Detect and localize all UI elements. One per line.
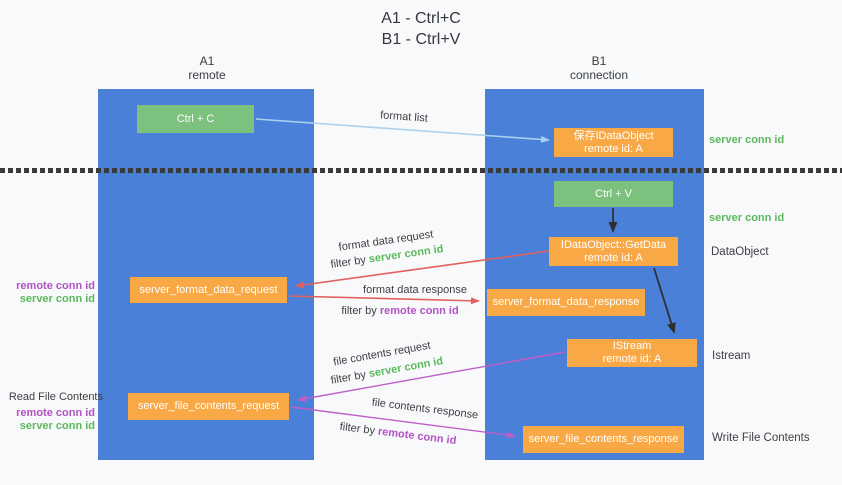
ctrl-c-box: Ctrl + C [137, 105, 254, 133]
server-conn-id-annotation-mid: server conn id [709, 212, 785, 224]
format-list-label: format list [379, 109, 429, 125]
save-idataobject-line2: remote id: A [584, 142, 643, 155]
remote-conn-id-text: remote conn id [379, 305, 459, 317]
title-line-1: A1 - Ctrl+C [381, 10, 461, 27]
lifeline-a1-header: A1 remote [188, 54, 225, 82]
server-file-contents-response-label: server_file_contents_response [528, 433, 679, 445]
server-conn-id-annotation-1: server conn id [19, 293, 95, 305]
server-format-data-response-box: server_format_data_response [487, 289, 645, 316]
server-format-data-request-label: server_format_data_request [139, 283, 278, 296]
getdata-line2: remote id: A [584, 251, 643, 264]
istream-box: IStream remote id: A [567, 339, 697, 367]
lifeline-b1-role: connection [569, 68, 629, 82]
format-data-response-label: format data response [363, 284, 467, 296]
filter-by-text: filter by [329, 368, 367, 387]
file-contents-response-label: file contents response [371, 396, 479, 422]
dataobject-annotation: DataObject [711, 246, 769, 258]
filter-by-text: filter by [339, 420, 376, 438]
format-data-response-arrow [288, 295, 480, 305]
read-file-contents-annotation: Read File Contents [8, 391, 103, 403]
lifeline-a1-role: remote [188, 68, 226, 82]
remote-conn-id-text: remote conn id [377, 425, 457, 448]
dotted-divider-line [0, 168, 842, 173]
filter-by-remote-conn-id-label-1: filter by remote conn id [341, 305, 458, 317]
server-format-data-response-label: server_format_data_response [492, 296, 640, 308]
diagram-title: A1 - Ctrl+C B1 - Ctrl+V [381, 8, 461, 50]
istream-annotation: Istream [712, 350, 751, 362]
save-idataobject-box: 保存IDataObject remote id: A [554, 128, 673, 157]
lifeline-b1-name: B1 [591, 54, 607, 68]
write-file-contents-annotation: Write File Contents [712, 432, 810, 444]
ctrl-v-label: Ctrl + V [595, 187, 632, 200]
getdata-line1: IDataObject::GetData [560, 238, 667, 251]
left-conn-id-block-2: Read File Contents remote conn id server… [0, 391, 103, 433]
server-format-data-request-box: server_format_data_request [130, 277, 287, 303]
istream-line2: remote id: A [602, 353, 662, 365]
remote-conn-id-annotation-1: remote conn id [16, 280, 95, 292]
filter-by-remote-conn-id-label-2: filter by remote conn id [339, 421, 457, 447]
istream-line1: IStream [612, 340, 652, 352]
server-conn-id-annotation-2: server conn id [19, 420, 95, 432]
server-file-contents-request-label: server_file_contents_request [137, 400, 280, 412]
ctrl-v-box: Ctrl + V [554, 181, 673, 207]
filter-by-text: filter by [341, 305, 377, 317]
server-conn-id-annotation-top: server conn id [709, 134, 785, 146]
server-file-contents-request-box: server_file_contents_request [128, 393, 289, 420]
left-conn-id-block-1: remote conn id server conn id [0, 280, 95, 306]
ctrl-c-label: Ctrl + C [176, 112, 215, 125]
filter-by-text: filter by [329, 254, 367, 271]
lifeline-b1-header: B1 connection [570, 54, 628, 82]
save-idataobject-line1: 保存IDataObject [573, 129, 654, 142]
title-line-2: B1 - Ctrl+V [381, 31, 461, 48]
lifeline-a1-name: A1 [199, 54, 215, 68]
remote-conn-id-annotation-2: remote conn id [16, 407, 95, 419]
idataobject-getdata-box: IDataObject::GetData remote id: A [549, 237, 678, 266]
server-file-contents-response-box: server_file_contents_response [523, 426, 684, 453]
